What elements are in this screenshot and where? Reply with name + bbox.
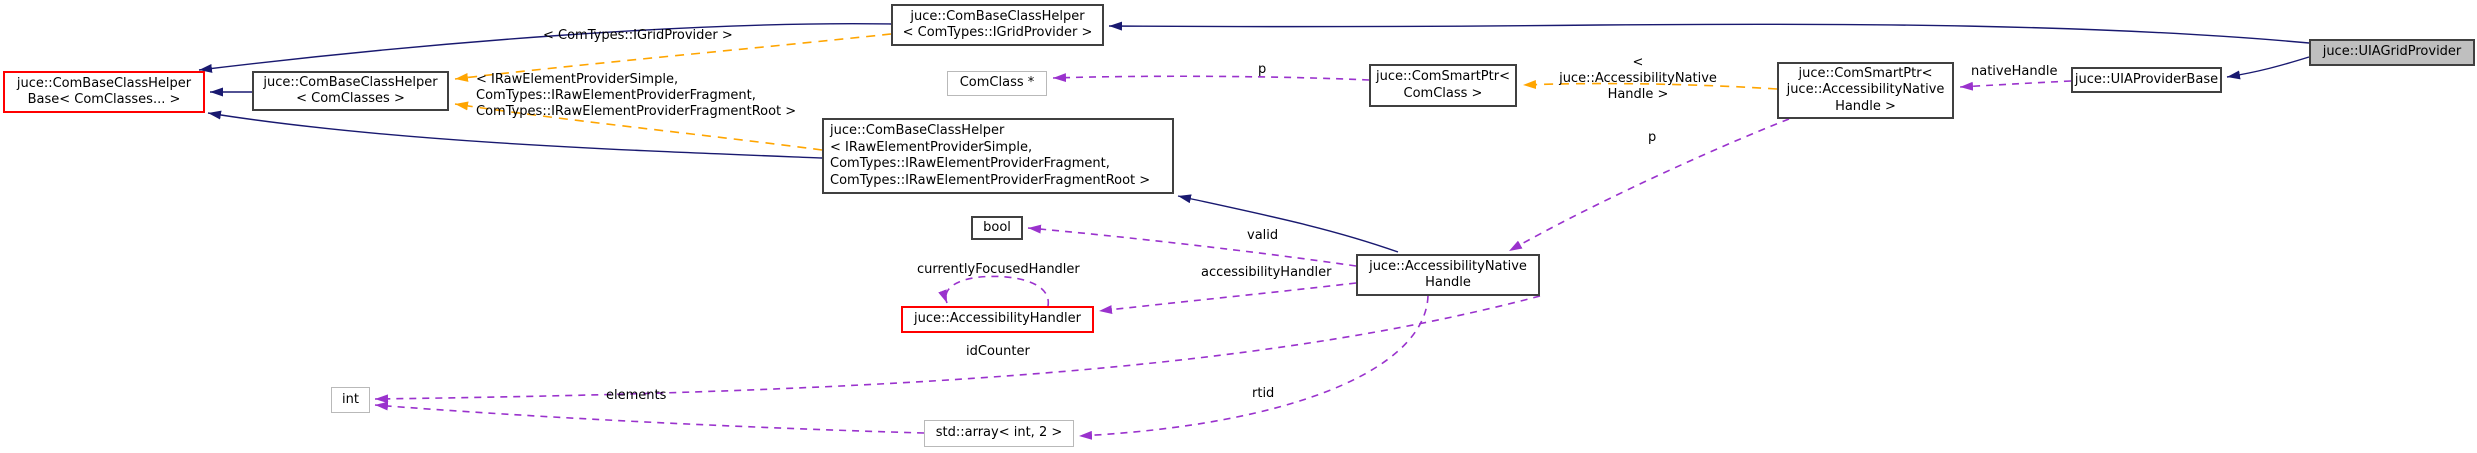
- node-com-base-class-helper[interactable]: juce::ComBaseClassHelper < ComClasses >: [252, 71, 449, 111]
- node-uia-provider-base[interactable]: juce::UIAProviderBase: [2071, 67, 2222, 93]
- node-accessibility-handler[interactable]: juce::AccessibilityHandler: [901, 306, 1094, 333]
- node-int: int: [331, 387, 370, 413]
- edge-label-rtid: rtid: [1252, 386, 1275, 401]
- edge-member-idcounter: [374, 295, 1541, 404]
- edge-inherit-gridhelper-to-helperbase: [198, 23, 892, 73]
- edge-member-accessibilityhandler: [1098, 282, 1357, 315]
- node-accessibility-native-handle[interactable]: juce::AccessibilityNative Handle: [1356, 254, 1540, 296]
- node-bool: bool: [971, 216, 1023, 240]
- edge-template-smartptrnative-to-smartptrcomclass: [1522, 79, 1778, 90]
- edge-member-rtid: [1078, 295, 1429, 440]
- edge-inherit-rawhelper-to-helperbase: [207, 110, 823, 159]
- edge-label-elements: elements: [606, 388, 667, 403]
- edge-member-p-comclassptr: [1052, 73, 1370, 83]
- edge-member-nativehandle-ptr: [1959, 80, 2072, 91]
- edge-label-p-nativehandle: p: [1648, 130, 1657, 145]
- node-com-base-class-helper-raw-element[interactable]: juce::ComBaseClassHelper < IRawElementPr…: [822, 118, 1174, 194]
- node-std-array-int-2: std::array< int, 2 >: [924, 420, 1074, 447]
- node-com-base-class-helper-grid-provider[interactable]: juce::ComBaseClassHelper < ComTypes::IGr…: [891, 4, 1104, 46]
- edge-label-template-accessibility-native-handle: < juce::AccessibilityNative Handle >: [1559, 55, 1717, 102]
- node-com-class-ptr: ComClass *: [947, 71, 1047, 96]
- edge-inherit-uiagridprovider-to-gridhelper: [1108, 21, 2310, 44]
- edge-label-currently-focused-handler: currentlyFocusedHandler: [917, 262, 1080, 277]
- edge-label-valid: valid: [1247, 228, 1279, 243]
- node-com-smart-ptr-accessibility-native-handle[interactable]: juce::ComSmartPtr< juce::AccessibilityNa…: [1777, 62, 1954, 119]
- edge-inherit-nativehandle-to-rawhelper: [1177, 194, 1399, 253]
- edge-label-id-counter: idCounter: [966, 344, 1030, 359]
- edge-inherit-uiagridprovider-to-uiaproviderbase: [2226, 56, 2310, 80]
- edge-member-valid: [1027, 224, 1357, 267]
- edge-member-currentlyfocusedhandler-selfloop: [938, 275, 1049, 307]
- node-com-base-class-helper-base[interactable]: juce::ComBaseClassHelper Base< ComClasse…: [3, 71, 205, 113]
- node-com-smart-ptr-com-class[interactable]: juce::ComSmartPtr< ComClass >: [1369, 64, 1517, 107]
- edge-label-template-raw-element: < IRawElementProviderSimple, ComTypes::I…: [476, 72, 797, 119]
- node-uia-grid-provider: juce::UIAGridProvider: [2309, 39, 2475, 66]
- edge-template-gridhelper-to-helper: [454, 33, 892, 82]
- edge-label-p-comclass: p: [1258, 62, 1267, 77]
- edge-label-template-grid-provider: < ComTypes::IGridProvider >: [543, 28, 733, 43]
- edge-label-accessibility-handler: accessibilityHandler: [1201, 265, 1332, 280]
- edge-label-native-handle: nativeHandle: [1971, 64, 2058, 79]
- edge-member-elements: [374, 401, 925, 434]
- edge-template-rawhelper-to-helper: [454, 101, 823, 151]
